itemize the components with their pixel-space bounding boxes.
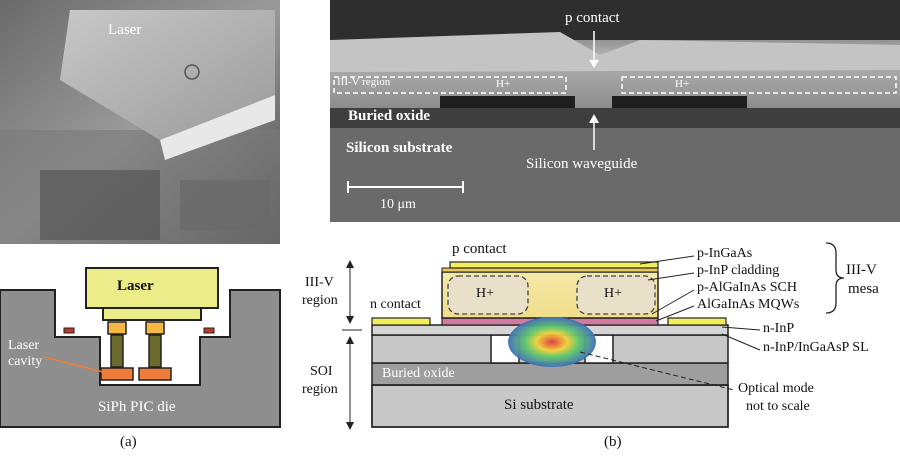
- sem-hplus-left-label: H+: [496, 78, 511, 90]
- leader-n-inp: [721, 326, 761, 331]
- caption-b: (b): [604, 434, 622, 450]
- mesa-label-2: mesa: [848, 281, 879, 297]
- sem-p-contact-label: p contact: [565, 10, 620, 26]
- sem-photo-b: [330, 0, 900, 222]
- laser-chip-facet: [160, 95, 275, 160]
- siph-die: [0, 289, 281, 428]
- sem-buried-oxide: [330, 108, 900, 128]
- hplus-region-right: [576, 275, 656, 315]
- leader-n-inp-sl: [721, 333, 761, 351]
- laser-cavity-label-2: cavity: [8, 354, 43, 369]
- hplus-right-label: H+: [604, 286, 623, 301]
- soi-region-label-2: region: [302, 382, 338, 397]
- mesa-brace: [825, 242, 845, 314]
- optical-mode-label-1: Optical mode: [738, 381, 814, 396]
- layer-n-inp-sl-label: n-InP/InGaAsP SL: [763, 340, 869, 355]
- leader-optical-mode: [579, 351, 735, 391]
- n-contact-label: n contact: [370, 297, 421, 312]
- leader-mqws: [655, 305, 695, 322]
- p-contact-metal: [449, 261, 659, 269]
- cavity-right: [138, 367, 172, 381]
- n-contact-right: [667, 317, 727, 326]
- pad-left: [107, 321, 127, 335]
- iii-v-region-label-2: region: [302, 293, 338, 308]
- si-substrate: [371, 384, 729, 428]
- laser-cavity-label-1: Laser: [8, 338, 40, 353]
- layer-p-inp-label: p-InP cladding: [697, 263, 780, 278]
- pad-right: [145, 321, 165, 335]
- sem-iii-v-region-label: III-V region: [337, 76, 391, 88]
- scale-bar-label: 10 μm: [380, 197, 416, 212]
- pillar-right: [148, 334, 162, 368]
- soi-region-label-1: SOI: [310, 364, 333, 379]
- sem-photo-a: [0, 0, 280, 244]
- hplus-left-label: H+: [476, 286, 495, 301]
- layer-p-ingaas-label: p-InGaAs: [697, 246, 753, 261]
- sem-silicon-substrate-label: Silicon substrate: [346, 140, 453, 156]
- buried-oxide-label: Buried oxide: [382, 366, 455, 381]
- hplus-region-left: [447, 275, 529, 315]
- sem-buried-oxide-label: Buried oxide: [348, 108, 431, 124]
- sem-hplus-right-label: H+: [675, 78, 690, 90]
- cavity-left: [100, 367, 134, 381]
- pillar-left: [110, 334, 124, 368]
- schematic-b: [342, 242, 845, 430]
- sem-hplus-box-right: [621, 76, 897, 94]
- schematic-laser-label: Laser: [117, 278, 154, 294]
- mesa-label-1: III-V: [846, 262, 877, 278]
- iii-v-region-label-1: III-V: [305, 275, 334, 290]
- leader-p-ingaas: [639, 255, 695, 265]
- p-contact-label: p contact: [452, 241, 507, 257]
- siph-die-label: SiPh PIC die: [98, 399, 176, 415]
- schematic-a: [0, 267, 281, 428]
- layer-n-inp-label: n-InP: [763, 321, 795, 336]
- caption-a: (a): [120, 434, 137, 450]
- laser-cavity-leader: [43, 356, 104, 373]
- sem-laser-label: Laser: [108, 22, 142, 38]
- optical-mode-label-2: not to scale: [746, 399, 810, 414]
- si-substrate-label: Si substrate: [504, 397, 574, 413]
- n-contact-left: [371, 317, 431, 326]
- laser-chip-top: [60, 10, 275, 140]
- layer-p-algainas-label: p-AlGaInAs SCH: [697, 280, 797, 295]
- sem-hplus-box-left: [333, 76, 567, 94]
- optical-mode: [508, 317, 596, 367]
- sem-silicon-waveguide-label: Silicon waveguide: [526, 156, 638, 172]
- leader-p-inp: [647, 272, 695, 281]
- layer-mqws-label: AlGaInAs MQWs: [697, 297, 800, 312]
- leader-p-algainas: [651, 289, 695, 315]
